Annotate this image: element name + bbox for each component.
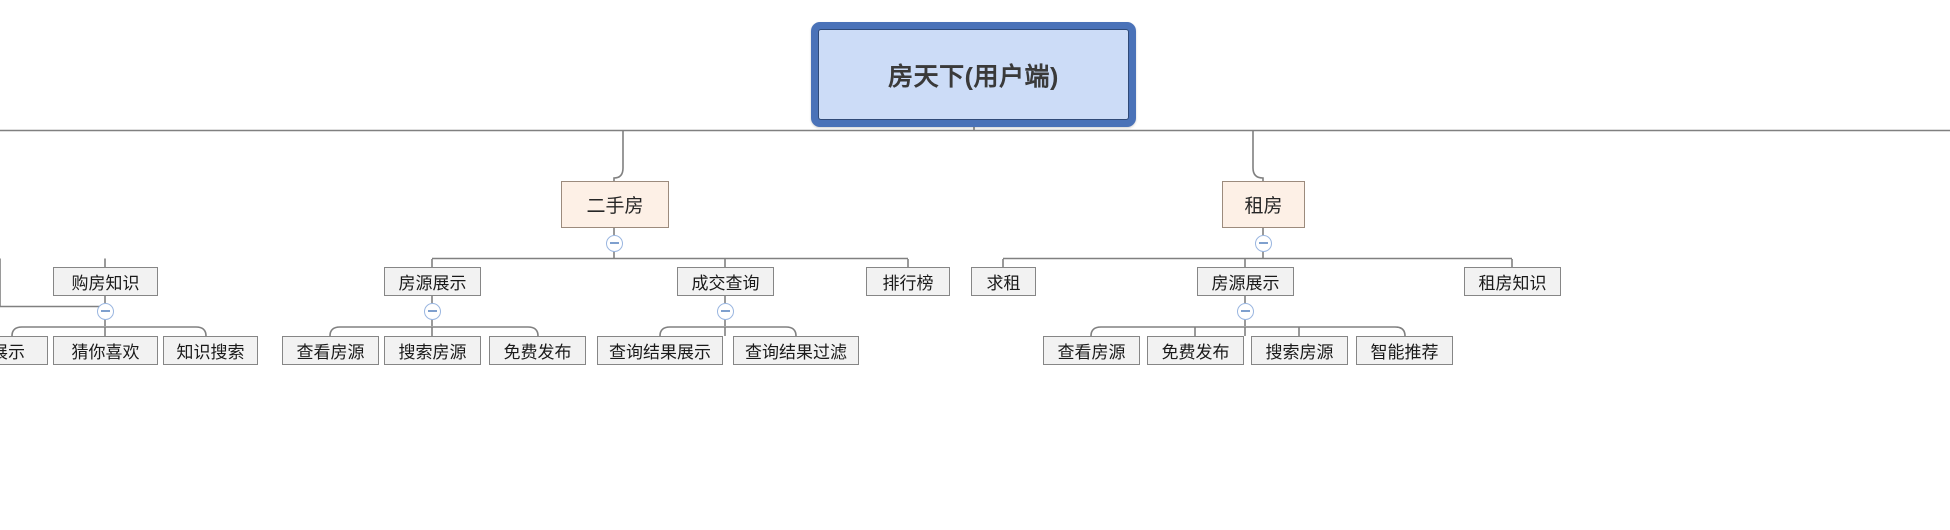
node-chaxunjieguoguolv-label: 查询结果过滤	[745, 343, 847, 362]
root-node-label: 房天下(用户端)	[818, 29, 1129, 120]
node-paihangbang-label: 排行榜	[882, 274, 934, 293]
node-chakanfangyuan-zufang[interactable]: 查看房源	[1043, 336, 1140, 365]
root-node-fangtianxia[interactable]: 房天下(用户端)	[811, 22, 1136, 127]
node-zufang[interactable]: 租房	[1222, 181, 1305, 228]
node-chengjiaochaxun[interactable]: 成交查询	[677, 267, 774, 296]
node-zufangzhishi[interactable]: 租房知识	[1464, 267, 1561, 296]
node-zhanshi[interactable]: 展示	[0, 336, 48, 365]
node-fangyuanzhanshi-ershoufang[interactable]: 房源展示	[384, 267, 481, 296]
node-chakanfangyuan-ershoufang-label: 查看房源	[296, 343, 365, 362]
node-goufangzhishi-label: 购房知识	[71, 274, 140, 293]
node-fangyuanzhanshi-ershoufang-label: 房源展示	[398, 274, 467, 293]
node-zhanshi-label: 展示	[0, 343, 25, 362]
node-mianfeifabu-zufang[interactable]: 免费发布	[1147, 336, 1244, 365]
node-zhinengtuijian-label: 智能推荐	[1370, 343, 1439, 362]
node-fangyuanzhanshi-zufang-label: 房源展示	[1211, 274, 1280, 293]
node-paihangbang[interactable]: 排行榜	[866, 267, 950, 296]
node-mianfeifabu-zufang-label: 免费发布	[1161, 343, 1230, 362]
node-goufangzhishi[interactable]: 购房知识	[53, 267, 158, 296]
node-cainixihuan-label: 猜你喜欢	[71, 343, 140, 362]
node-zhinengtuijian[interactable]: 智能推荐	[1356, 336, 1453, 365]
node-zufang-label: 租房	[1244, 196, 1283, 217]
node-zufangzhishi-label: 租房知识	[1478, 274, 1547, 293]
node-chakanfangyuan-zufang-label: 查看房源	[1057, 343, 1126, 362]
node-sousuofangyuan-ershoufang-label: 搜索房源	[398, 343, 467, 362]
node-sousuofangyuan-ershoufang[interactable]: 搜索房源	[384, 336, 481, 365]
node-fangyuanzhanshi-zufang[interactable]: 房源展示	[1197, 267, 1294, 296]
node-ershoufang-label: 二手房	[586, 196, 644, 217]
node-chaxunjieguozhanshi-label: 查询结果展示	[609, 343, 711, 362]
collapse-toggle-chengjiaochaxun[interactable]	[716, 302, 734, 320]
collapse-toggle-ershoufang[interactable]	[605, 234, 623, 252]
node-chakanfangyuan-ershoufang[interactable]: 查看房源	[282, 336, 379, 365]
collapse-toggle-zufang[interactable]	[1254, 234, 1272, 252]
collapse-toggle-goufangzhishi[interactable]	[96, 302, 114, 320]
node-chengjiaochaxun-label: 成交查询	[691, 274, 760, 293]
node-sousuofangyuan-zufang-label: 搜索房源	[1265, 343, 1334, 362]
node-mianfeifabu-ershoufang[interactable]: 免费发布	[489, 336, 586, 365]
node-qiuzu-label: 求租	[986, 274, 1021, 293]
node-mianfeifabu-ershoufang-label: 免费发布	[503, 343, 572, 362]
node-chaxunjieguoguolv[interactable]: 查询结果过滤	[733, 336, 859, 365]
node-zhishisousuo-label: 知识搜索	[176, 343, 245, 362]
node-ershoufang[interactable]: 二手房	[561, 181, 669, 228]
node-cainixihuan[interactable]: 猜你喜欢	[53, 336, 158, 365]
collapse-toggle-fangyuanzhanshi-zufang[interactable]	[1236, 302, 1254, 320]
node-zhishisousuo[interactable]: 知识搜索	[163, 336, 258, 365]
collapse-toggle-fangyuanzhanshi-ershoufang[interactable]	[423, 302, 441, 320]
node-sousuofangyuan-zufang[interactable]: 搜索房源	[1251, 336, 1348, 365]
node-qiuzu[interactable]: 求租	[971, 267, 1036, 296]
node-chaxunjieguozhanshi[interactable]: 查询结果展示	[597, 336, 723, 365]
